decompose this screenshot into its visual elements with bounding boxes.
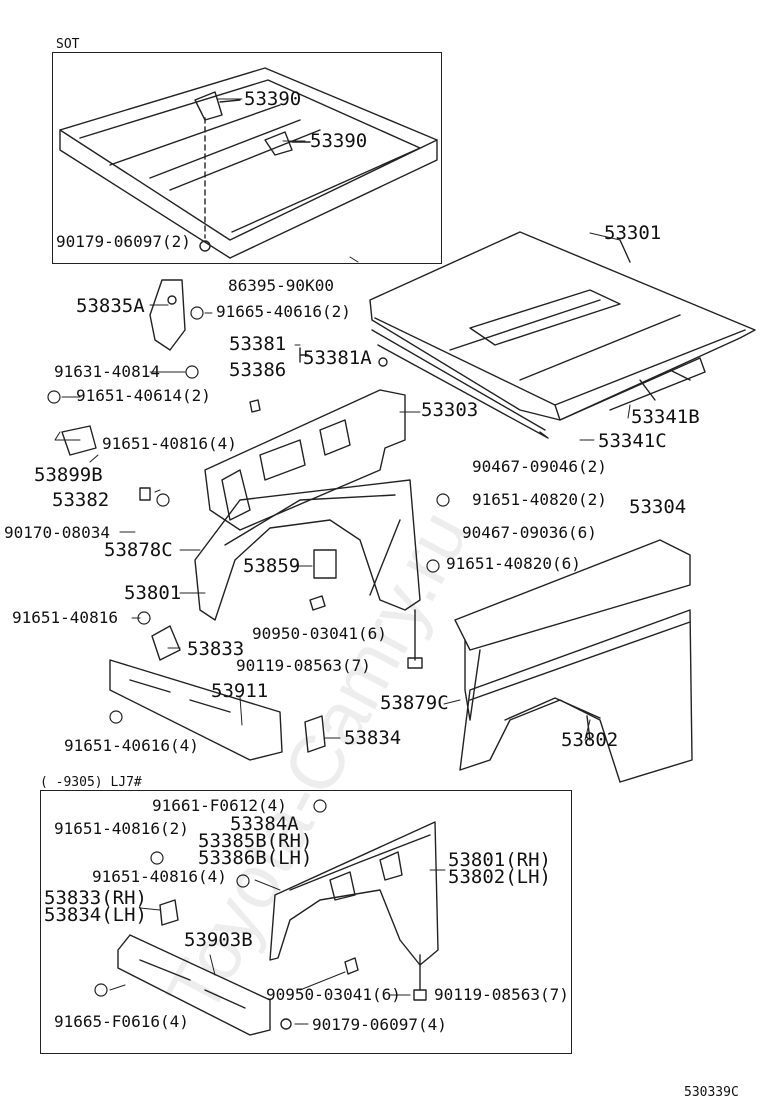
hood-53301-drawing [369, 231, 756, 421]
part-label-53382: 53382 [52, 489, 110, 511]
part-label-90467-09036: 90467-09036(6) [462, 523, 597, 542]
part-label-53859: 53859 [243, 555, 301, 577]
part-label-91665-f0616: 91665-F0616(4) [54, 1012, 189, 1031]
apron-53801-drawing [194, 479, 423, 669]
part-label-53303: 53303 [421, 399, 479, 421]
part-label-53834-lh: 53834(LH) [44, 904, 147, 926]
part-label-53381a: 53381A [303, 347, 372, 369]
inset-sot-title: SOT [56, 37, 80, 52]
brackets-left-drawing [61, 279, 326, 761]
part-label-53301: 53301 [604, 222, 662, 244]
part-label-53879c: 53879C [380, 692, 449, 714]
part-label-91651-40616: 91651-40616(4) [64, 736, 199, 755]
part-label-91651-40816-4: 91651-40816(4) [102, 434, 237, 453]
part-label-53801-rh: 53801(RH) [448, 849, 551, 871]
part-label-90950-03041: 90950-03041(6) [252, 624, 387, 643]
part-label-90179-06097-4: 90179-06097(4) [312, 1015, 447, 1034]
part-label-53878c: 53878C [104, 539, 173, 561]
part-label-86395-90k00: 86395-90K00 [228, 276, 334, 295]
inset-lj7-frame [40, 790, 572, 1054]
part-label-91651-40820-6: 91651-40820(6) [446, 554, 581, 573]
part-label-53833-rh: 53833(RH) [44, 887, 147, 909]
part-label-91651-40614: 91651-40614(2) [76, 386, 211, 405]
part-label-53386: 53386 [229, 359, 287, 381]
part-label-53903b: 53903B [184, 929, 253, 951]
part-label-91665-40616: 91665-40616(2) [216, 302, 351, 321]
sot-hood-drawing [59, 67, 438, 259]
part-label-53304: 53304 [629, 496, 687, 518]
inset-lj7-title: ( -9305) LJ7# [40, 775, 142, 790]
part-label-53381: 53381 [229, 333, 287, 355]
part-label-90119-08563: 90119-08563(7) [236, 656, 371, 675]
part-label-53802-lh: 53802(LH) [448, 866, 551, 888]
part-label-53802: 53802 [561, 729, 619, 751]
part-label-53341c: 53341C [598, 430, 667, 452]
cowl-53303-drawing [204, 329, 549, 531]
part-label-53341b: 53341B [631, 406, 700, 428]
part-label-91631-40814: 91631-40814 [54, 362, 160, 381]
fender-drawing [454, 539, 693, 783]
bolt-symbols [47, 306, 450, 997]
part-label-53911: 53911 [211, 680, 269, 702]
part-label-91651-40816-lj7: 91651-40816(4) [92, 867, 227, 886]
part-label-53899b: 53899B [34, 464, 103, 486]
inset-sot-frame [52, 52, 442, 264]
part-label-53833: 53833 [187, 638, 245, 660]
part-label-53801: 53801 [124, 582, 182, 604]
part-label-53390-a: 53390 [244, 88, 302, 110]
part-label-90950-03041-lj7: 90950-03041(6) [266, 985, 401, 1004]
part-label-53834: 53834 [344, 727, 402, 749]
part-label-90467-09046: 90467-09046(2) [472, 457, 607, 476]
lj7-apron-drawing [117, 821, 439, 1036]
part-label-90170-08034: 90170-08034 [4, 523, 110, 542]
figure-code: 530339C [684, 1085, 739, 1100]
leader-lines [54, 98, 631, 1025]
part-label-90179-06097: 90179-06097(2) [56, 232, 191, 251]
part-label-53390-b: 53390 [310, 130, 368, 152]
part-label-91651-40816: 91651-40816 [12, 608, 118, 627]
part-label-91651-40820-2: 91651-40820(2) [472, 490, 607, 509]
part-label-53384a: 53384A [230, 813, 299, 835]
part-label-91661-f0612: 91661-F0612(4) [152, 796, 287, 815]
part-label-53386b-lh: 53386B(LH) [198, 847, 313, 869]
part-label-91651-40816-2: 91651-40816(2) [54, 819, 189, 838]
part-label-53385b-rh: 53385B(RH) [198, 830, 313, 852]
part-label-53835a: 53835A [76, 295, 145, 317]
part-label-90119-08563-lj7: 90119-08563(7) [434, 985, 569, 1004]
